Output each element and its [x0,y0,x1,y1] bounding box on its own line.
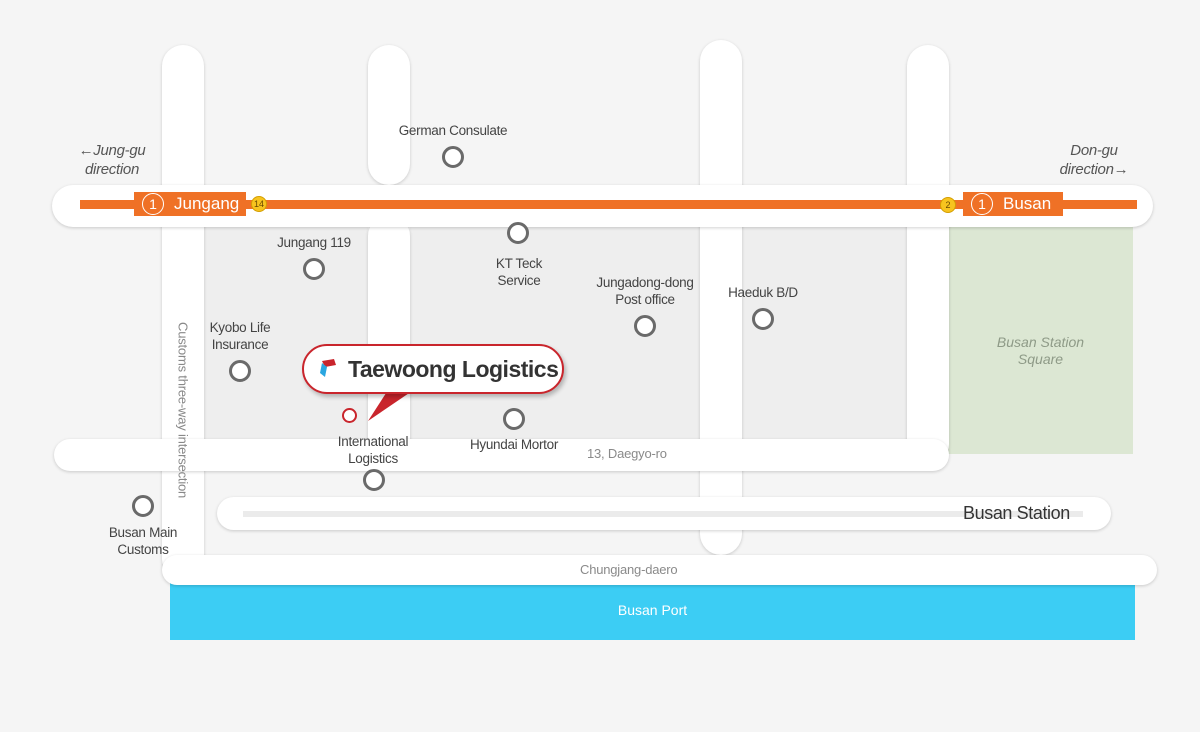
busan-port-label: Busan Port [617,602,688,618]
transfer-exit-2-icon: 2 [940,197,956,213]
kyobo-marker[interactable] [229,360,251,382]
daegyo-ro-road [54,439,949,471]
kt-teck-label: KT Teck Service [495,256,543,288]
arrow-left-icon: ← [78,142,94,159]
kt-teck-marker[interactable] [507,222,529,244]
subway-line-1 [80,200,1137,209]
jungang-119-label: Jungang 119 [277,235,351,250]
city-block [204,227,368,439]
busan-port-area [170,582,1135,640]
location-marker-icon[interactable] [342,408,357,423]
hyundai-label: Hyundai Mortor [469,437,559,452]
vertical-road [368,45,410,185]
busan-station-square-area [948,222,1133,454]
taewoong-logistics-title: Taewoong Logistics [348,355,559,382]
jungadong-post-marker[interactable] [634,315,656,337]
jungang-station[interactable]: 1 Jungang [134,192,246,216]
jungang-119-marker[interactable] [303,258,325,280]
line-1-badge: 1 [971,193,993,215]
busan-station-square-label: Busan Station Square [996,334,1085,367]
vertical-road [162,45,204,580]
jung-gu-direction: ←Jung-gu direction [78,142,146,178]
taewoong-logo-icon [320,359,336,377]
intl-logistics-marker[interactable] [363,469,385,491]
taewoong-logistics-callout[interactable]: Taewoong Logistics [302,344,564,394]
german-consulate-marker[interactable] [442,146,464,168]
address-label: 13, Daegyo-ro [587,446,667,461]
railway-track [243,511,1083,517]
city-block [742,227,907,439]
don-gu-direction: Don-gu direction→ [1059,142,1129,178]
chungjang-daero-road [162,555,1157,585]
transfer-exit-14-icon: 14 [251,196,267,212]
intl-logistics-label: International Logistics [337,434,409,466]
busan-customs-marker[interactable] [132,495,154,517]
busan-station-name: Busan [1003,194,1052,213]
vertical-road [907,45,949,465]
busan-station[interactable]: 1 Busan [963,192,1063,216]
vertical-road [368,215,410,465]
arrow-right-icon: → [1113,161,1129,178]
german-consulate-label: German Consulate [398,123,508,138]
jungang-station-name: Jungang [174,194,240,213]
haeduk-marker[interactable] [752,308,774,330]
chungjang-daero-label: Chungjang-daero [580,562,678,577]
callout-pointer [368,387,418,421]
haeduk-label: Haeduk B/D [728,285,798,300]
busan-customs-label: Busan Main Customs [108,525,178,557]
busan-station-road-label: Busan Station [963,503,1070,523]
jungadong-post-label: Jungadong-dong Post office [596,275,694,307]
hyundai-marker[interactable] [503,408,525,430]
kyobo-label: Kyobo Life Insurance [209,320,271,352]
line-1-badge: 1 [142,193,164,215]
